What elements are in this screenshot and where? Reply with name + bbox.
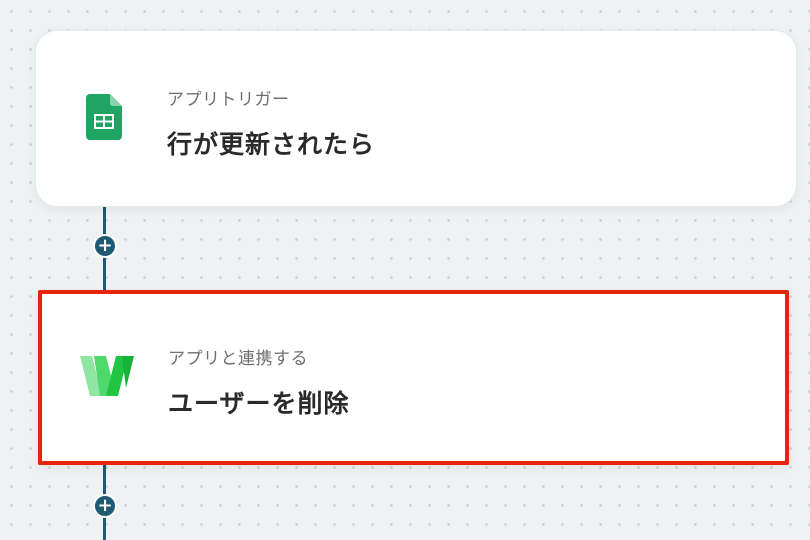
trigger-step-title: 行が更新されたら [167, 130, 376, 159]
w-app-logo-icon [80, 355, 134, 400]
action-step-type: アプリと連携する [168, 349, 308, 369]
action-step-card[interactable]: アプリと連携する ユーザーを削除 [38, 290, 789, 465]
trigger-step-type: アプリトリガー [167, 90, 290, 110]
action-step-title: ユーザーを削除 [168, 389, 350, 418]
add-step-button[interactable]: + [93, 234, 117, 258]
google-sheets-icon [86, 93, 122, 144]
trigger-step-card[interactable]: アプリトリガー 行が更新されたら [35, 30, 797, 207]
add-step-button[interactable]: + [93, 494, 117, 518]
